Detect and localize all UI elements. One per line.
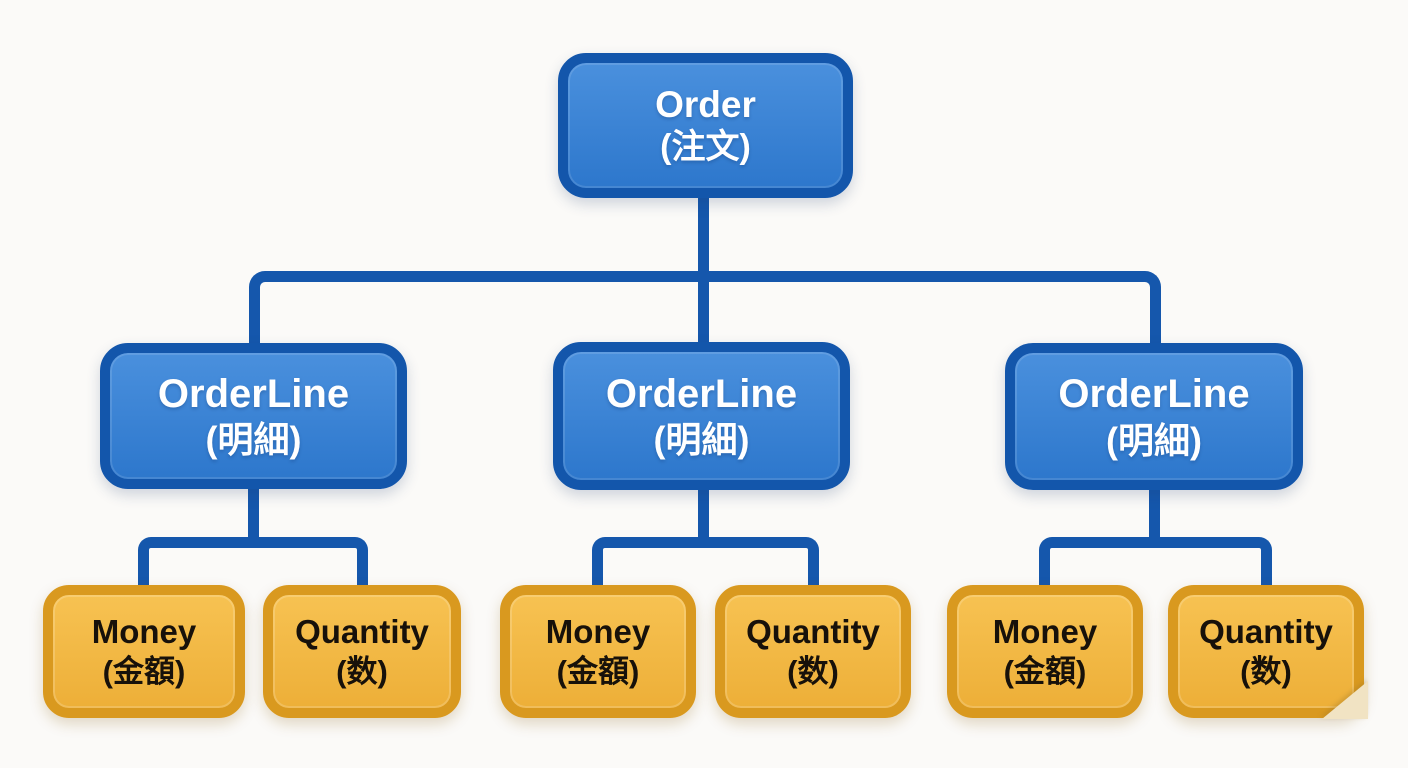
node-money-1-label: Money — [91, 613, 197, 651]
node-order-sublabel: (注文) — [660, 128, 751, 167]
node-orderline-2-sublabel: (明細) — [653, 419, 750, 461]
node-money-1: Money (金額) — [43, 585, 245, 718]
connector-group3-stub — [1149, 487, 1160, 548]
connector-group1-bus — [138, 537, 368, 585]
node-quantity-3-sublabel: (数) — [1240, 653, 1292, 689]
node-money-1-sublabel: (金額) — [102, 653, 186, 689]
node-orderline-2-label: OrderLine — [605, 371, 798, 416]
node-quantity-2-sublabel: (数) — [787, 653, 839, 689]
node-quantity-2: Quantity (数) — [715, 585, 911, 718]
node-order: Order (注文) — [558, 53, 853, 198]
node-money-2-sublabel: (金額) — [556, 653, 640, 689]
connector-group2-stub — [698, 487, 709, 548]
node-quantity-1-label: Quantity — [295, 613, 429, 651]
node-money-3: Money (金額) — [947, 585, 1143, 718]
node-orderline-3-label: OrderLine — [1058, 372, 1250, 417]
node-quantity-1: Quantity (数) — [263, 585, 461, 718]
node-money-2: Money (金額) — [500, 585, 696, 718]
node-orderline-3: OrderLine (明細) — [1005, 343, 1303, 490]
node-orderline-1-label: OrderLine — [157, 371, 350, 416]
node-quantity-2-label: Quantity — [746, 613, 880, 651]
node-money-2-label: Money — [545, 613, 651, 651]
connector-root-stub — [698, 196, 709, 282]
connector-mid-drop — [698, 271, 709, 343]
page-curl-artifact — [1322, 681, 1368, 719]
node-money-3-label: Money — [992, 613, 1098, 651]
node-money-3-sublabel: (金額) — [1003, 653, 1087, 689]
node-orderline-1-sublabel: (明細) — [205, 419, 302, 461]
node-quantity-1-sublabel: (数) — [336, 653, 388, 689]
connector-group1-stub — [248, 487, 259, 548]
node-quantity-3: Quantity (数) — [1168, 585, 1364, 718]
node-order-label: Order — [655, 84, 756, 126]
connector-group3-bus — [1039, 537, 1272, 585]
node-orderline-3-sublabel: (明細) — [1106, 419, 1202, 461]
node-quantity-3-label: Quantity — [1199, 613, 1333, 651]
node-orderline-1: OrderLine (明細) — [100, 343, 407, 489]
node-orderline-2: OrderLine (明細) — [553, 342, 850, 490]
connector-group2-bus — [592, 537, 819, 585]
